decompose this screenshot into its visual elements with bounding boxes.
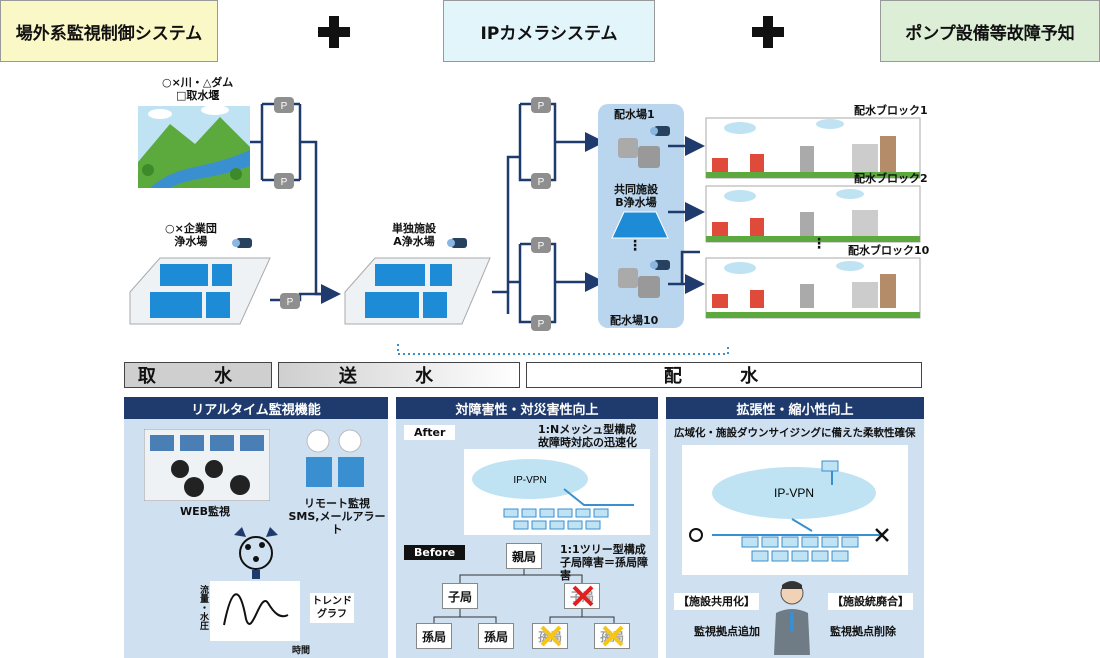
corp-plant-label: ○×企業団 浄水場 — [165, 222, 217, 248]
panel-title: リアルタイム監視機能 — [124, 397, 388, 419]
camera-icon — [650, 260, 670, 270]
after-tag: After — [404, 425, 456, 440]
svg-text:P: P — [538, 177, 545, 188]
vdots: ⋮ — [812, 236, 826, 252]
child-station-node: 子局 — [442, 583, 478, 609]
header-box-monitoring: 場外系監視制御システム — [0, 0, 218, 62]
svg-text:P: P — [287, 297, 294, 308]
shared-plant-image — [611, 211, 669, 239]
failure-x-icon — [602, 625, 624, 647]
water-system-diagram — [129, 102, 921, 355]
remote-monitoring-label: リモート監視 SMS,メールアラート — [288, 497, 386, 536]
after-note: 1:Nメッシュ型構成 故障時対応の迅速化 — [538, 423, 637, 449]
staff-person-image — [774, 581, 810, 655]
block2-label: 配水ブロック2 — [854, 172, 928, 185]
pump-icon: P — [530, 234, 552, 254]
header-box-prediction-label: ポンプ設備等故障予知 — [905, 23, 1075, 44]
plus-icon — [318, 16, 350, 48]
pump-icon: P — [530, 170, 552, 190]
dam-scenery-image — [138, 105, 250, 188]
svg-text:IP-VPN: IP-VPN — [513, 475, 546, 486]
a-plant-label: 単独施設 A浄水場 — [392, 222, 436, 248]
failure-x-icon — [572, 585, 594, 607]
camera-icon — [650, 126, 670, 136]
before-tag: Before — [404, 545, 466, 560]
svg-text:IP-VPN: IP-VPN — [774, 486, 814, 500]
distribution-block-town-10 — [705, 257, 921, 319]
phase-intake: 取 水 — [124, 362, 272, 388]
svg-text:P: P — [281, 177, 288, 188]
vdots: ⋮ — [628, 238, 642, 254]
svg-text:P: P — [281, 101, 288, 112]
svg-text:P: P — [538, 241, 545, 252]
workers-image — [306, 429, 364, 487]
camera-icon — [447, 238, 467, 248]
mesh-network-diagram: IP-VPN — [464, 449, 650, 535]
dist1-label: 配水場1 — [614, 108, 655, 121]
distribution-block-town-1 — [705, 117, 921, 179]
dam-label: ○×川・△ダム □取水堰 — [162, 76, 234, 102]
pump-icon: P — [530, 312, 552, 332]
a-plant-image — [344, 257, 491, 325]
control-room-image — [144, 429, 270, 501]
panel3-subtitle: 広域化・施設ダウンサイジングに備えた柔軟性確保 — [674, 427, 916, 439]
svg-text:P: P — [538, 101, 545, 112]
pump-icon: P — [279, 290, 301, 310]
header-box-ipcamera: IPカメラシステム — [443, 0, 655, 62]
corp-plant-image — [129, 257, 271, 325]
panel-fault-tolerance: 対障害性・対災害性向上 After 1:Nメッシュ型構成 故障時対応の迅速化 I… — [396, 397, 658, 658]
panel-title: 対障害性・対災害性向上 — [396, 397, 658, 419]
vpn-network-diagram: IP-VPN — [682, 445, 908, 575]
parent-station-node: 親局 — [506, 543, 542, 569]
network-globe-icon — [234, 527, 278, 579]
panel-scalability: 拡張性・縮小性向上 広域化・施設ダウンサイジングに備えた柔軟性確保 IP-VPN… — [666, 397, 924, 658]
add-point-label: 監視拠点追加 — [694, 625, 760, 638]
pump-icon: P — [530, 94, 552, 114]
panel-realtime-monitoring: リアルタイム監視機能 WEB監視 リモート監視 SMS,メールアラート 流量・水… — [124, 397, 388, 658]
svg-text:P: P — [538, 319, 545, 330]
camera-icon — [232, 238, 252, 248]
shared-plant-label: 共同施設 B浄水場 — [614, 183, 658, 209]
remove-point-label: 監視拠点削除 — [830, 625, 896, 638]
block10-label: 配水ブロック10 — [848, 244, 930, 257]
web-monitoring-label: WEB監視 — [180, 505, 231, 518]
grandchild-station-node: 孫局 — [478, 623, 514, 649]
dist10-label: 配水場10 — [610, 314, 659, 327]
trend-graph — [210, 581, 300, 641]
header-box-ipcamera-label: IPカメラシステム — [480, 23, 618, 44]
distribution-block-town-2 — [705, 185, 921, 243]
pump-icon: P — [273, 170, 295, 190]
phase-distribution: 配 水 — [526, 362, 922, 388]
shared-use-label: 【施設共用化】 — [674, 593, 759, 610]
plus-icon — [752, 16, 784, 48]
distribution-tank-1 — [618, 138, 660, 168]
block1-label: 配水ブロック1 — [854, 104, 928, 117]
grandchild-station-node: 孫局 — [416, 623, 452, 649]
pump-icon: P — [273, 94, 295, 114]
failure-x-icon — [540, 625, 562, 647]
trend-y-label: 流量・水圧 — [198, 585, 208, 630]
trend-x-label: 時間 — [292, 646, 311, 656]
trend-graph-label: トレンド グラフ — [310, 593, 354, 623]
header-box-prediction: ポンプ設備等故障予知 — [880, 0, 1100, 62]
header-box-monitoring-label: 場外系監視制御システム — [15, 23, 203, 44]
phase-transmission: 送 水 — [278, 362, 520, 388]
distribution-tank-10 — [618, 268, 660, 298]
panel-title: 拡張性・縮小性向上 — [666, 397, 924, 419]
tree-connector-lines — [433, 569, 615, 623]
consolidation-label: 【施設統廃合】 — [828, 593, 913, 610]
